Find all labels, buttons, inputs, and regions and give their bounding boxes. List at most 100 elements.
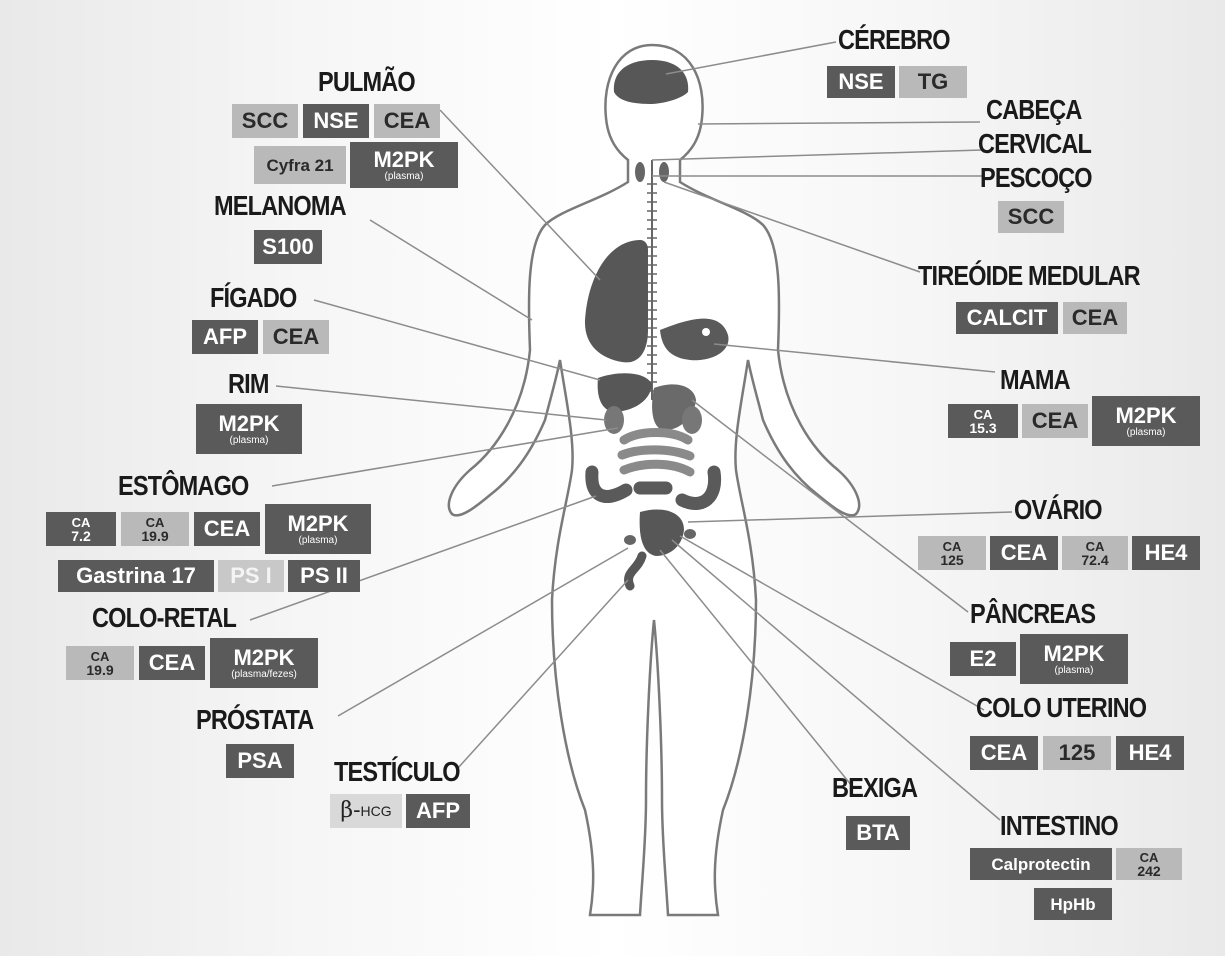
pescoco-title: PESCOÇO <box>980 162 1093 193</box>
testiculo-hcg: HCG <box>360 803 392 819</box>
thyroid-left <box>635 162 645 182</box>
melanoma-tag-s100: S100 <box>254 230 322 264</box>
pulmao-m2pk-label: M2PK <box>373 146 435 172</box>
pulmao-tag-nse: NSE <box>303 104 369 138</box>
testiculo-title: TESTÍCULO <box>334 756 461 787</box>
line-prostata <box>337 547 629 717</box>
pulmao-title: PULMÃO <box>318 66 416 97</box>
mama-m2pk-sub: (plasma) <box>1126 426 1166 438</box>
estomago-tag-gastrina: Gastrina 17 <box>58 560 214 592</box>
colo-retal-m2pk-sub: (plasma/fezes) <box>231 668 297 680</box>
line-ovario <box>687 511 1013 523</box>
pulmao-tag-cea: CEA <box>374 104 440 138</box>
intestino-tag-calprotectin: Calprotectin <box>970 848 1112 880</box>
melanoma-title: MELANOMA <box>214 190 347 221</box>
kidney-right <box>682 406 702 434</box>
prostata-tag-psa: PSA <box>226 744 294 778</box>
line-colo-retal <box>249 495 597 621</box>
line-rim <box>275 385 607 421</box>
estomago-ca1-value: 7.2 <box>71 527 91 544</box>
bexiga-tag-bta: BTA <box>846 816 910 850</box>
rim-m2pk-label: M2PK <box>218 410 280 436</box>
ovario-tag-cea: CEA <box>990 536 1058 570</box>
mama-ca-label: CA <box>973 406 993 422</box>
estomago-ca2-value: 19.9 <box>141 527 169 544</box>
estomago-ca2-label: CA <box>145 514 165 530</box>
tireoide-tag-calcit: CALCIT <box>956 302 1058 334</box>
cerebro-tag-nse: NSE <box>827 66 895 98</box>
testiculo-tag-bhcg: β- HCG <box>330 794 402 828</box>
tireoide-tag-cea: CEA <box>1063 302 1127 334</box>
estomago-m2pk-sub: (plasma) <box>298 534 338 546</box>
ovary-left <box>624 535 636 545</box>
ovario-ca2-label: CA <box>1085 538 1105 554</box>
rim-m2pk-sub: (plasma) <box>229 434 269 446</box>
rectum-shape <box>624 551 647 591</box>
line-figado <box>313 299 601 381</box>
pancreas-title: PÂNCREAS <box>970 598 1096 629</box>
colo-uterino-tag-cea: CEA <box>970 736 1038 770</box>
mama-ca-value: 15.3 <box>969 419 997 436</box>
estomago-tag-ca199: CA 19.9 <box>121 512 189 546</box>
ovario-ca1-value: 125 <box>940 551 964 568</box>
line-estomago <box>271 427 619 487</box>
mama-tag-m2pk: M2PK (plasma) <box>1092 396 1200 446</box>
ovario-title: OVÁRIO <box>1014 494 1103 525</box>
cabeca-title: CABEÇA <box>986 94 1082 125</box>
mama-m2pk-label: M2PK <box>1115 402 1177 428</box>
ovario-tag-ca724: CA 72.4 <box>1062 536 1128 570</box>
estomago-tag-ca72: CA 7.2 <box>46 512 116 546</box>
line-tireoide <box>663 181 921 273</box>
pancreas-tag-e2: E2 <box>950 642 1016 676</box>
colo-retal-title: COLO-RETAL <box>92 602 237 633</box>
brain-shape <box>613 60 689 104</box>
intestino-ca-label: CA <box>1139 849 1159 865</box>
cerebro-title: CÉREBRO <box>838 24 951 55</box>
line-colo-uterino <box>679 535 985 711</box>
colo-retal-m2pk-label: M2PK <box>233 644 295 670</box>
mama-tag-cea: CEA <box>1022 404 1088 438</box>
figado-tag-cea: CEA <box>263 320 329 354</box>
pulmao-tag-m2pk: M2PK (plasma) <box>350 142 458 188</box>
colo-retal-tag-m2pk: M2PK (plasma/fezes) <box>210 638 318 688</box>
line-melanoma <box>369 219 533 321</box>
figado-title: FÍGADO <box>210 282 297 313</box>
testiculo-beta: β- <box>340 798 361 823</box>
rim-tag-m2pk: M2PK (plasma) <box>196 404 302 454</box>
ovario-ca2-value: 72.4 <box>1081 551 1109 568</box>
colo-retal-tag-ca199: CA 19.9 <box>66 646 134 680</box>
ovario-tag-he4: HE4 <box>1132 536 1200 570</box>
bexiga-title: BEXIGA <box>832 772 918 803</box>
pancreas-m2pk-sub: (plasma) <box>1054 664 1094 676</box>
connector-lines <box>249 41 1013 821</box>
colo-uterino-tag-125: 125 <box>1043 736 1111 770</box>
line-cervical <box>651 149 983 161</box>
cerebro-tag-tg: TG <box>899 66 967 98</box>
uterus-shape <box>639 509 684 556</box>
intestino-title: INTESTINO <box>1000 810 1119 841</box>
lung-shape <box>584 240 648 363</box>
ovario-tag-ca125: CA 125 <box>918 536 986 570</box>
estomago-m2pk-label: M2PK <box>287 510 349 536</box>
line-cerebro <box>665 41 837 75</box>
estomago-title: ESTÔMAGO <box>118 470 249 501</box>
estomago-tag-cea: CEA <box>194 512 260 546</box>
line-testiculo <box>457 579 629 769</box>
line-intestino <box>671 539 1001 821</box>
spine-ticks <box>647 183 657 392</box>
colo-uterino-title: COLO UTERINO <box>976 692 1147 723</box>
estomago-tag-psi: PS I <box>218 560 284 592</box>
kidney-left <box>604 406 624 434</box>
pancreas-tag-m2pk: M2PK (plasma) <box>1020 634 1128 684</box>
ovario-ca1-label: CA <box>942 538 962 554</box>
line-mama <box>713 343 996 373</box>
colo-retal-tag-cea: CEA <box>139 646 205 680</box>
pulmao-m2pk-sub: (plasma) <box>384 170 424 182</box>
estomago-tag-psii: PS II <box>288 560 360 592</box>
line-pancreas <box>691 399 969 613</box>
colo-retal-ca-value: 19.9 <box>86 661 114 678</box>
prostata-title: PRÓSTATA <box>196 704 314 735</box>
intestino-ca-value: 242 <box>1137 862 1161 879</box>
figado-tag-afp: AFP <box>192 320 258 354</box>
